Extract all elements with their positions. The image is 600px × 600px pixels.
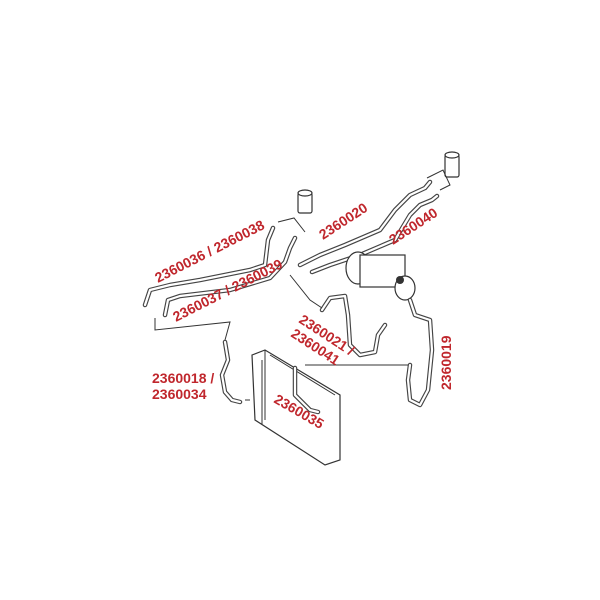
hose-2360021 — [319, 293, 388, 358]
hose-2360019 — [405, 297, 435, 408]
expansion-valve-left — [297, 189, 313, 214]
condenser — [251, 349, 341, 466]
expansion-valve-right — [444, 151, 460, 178]
pipe-2360036 — [142, 225, 276, 308]
pipe-2360018 — [219, 339, 243, 405]
label-2360019: 2360019 — [438, 335, 454, 390]
pipe-2360020 — [297, 179, 433, 268]
label-2360034: 2360034 — [152, 386, 207, 402]
pipe-2360037 — [162, 235, 298, 318]
label-2360018: 2360018 / — [152, 370, 214, 386]
pipe-2360040 — [309, 193, 440, 275]
compressor — [345, 251, 416, 301]
